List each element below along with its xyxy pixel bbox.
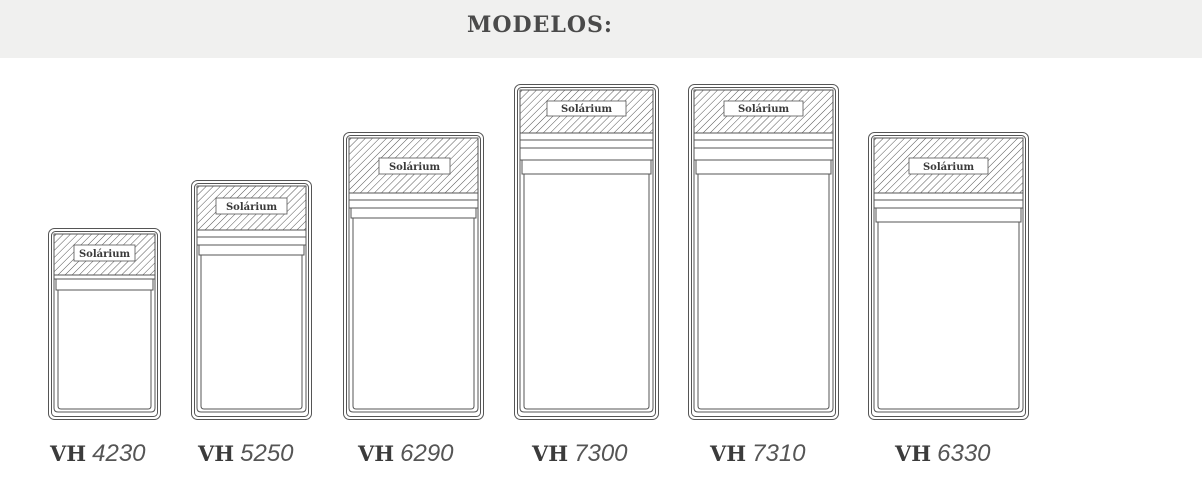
solarium-label: Solárium	[79, 249, 131, 260]
model-code: 4230	[92, 440, 146, 467]
model-label-vh6290: VH 6290	[358, 440, 454, 468]
model-label-vh5250: VH 5250	[198, 440, 294, 468]
pool-outline: Solárium	[48, 228, 161, 420]
model-brand: VH	[710, 441, 747, 466]
model-code: 6330	[937, 440, 991, 467]
pool-outline: Solárium	[688, 84, 839, 420]
model-brand: VH	[358, 441, 395, 466]
solarium-label: Solárium	[923, 162, 975, 173]
pool-outline: Solárium	[514, 84, 659, 420]
model-label-vh7310: VH 7310	[710, 440, 806, 468]
model-brand: VH	[198, 441, 235, 466]
pool-drawing-vh5250: Solárium	[191, 180, 312, 420]
model-label-vh6330: VH 6330	[895, 440, 991, 468]
page-title: MODELOS:	[466, 12, 613, 38]
pool-drawing-vh7300: Solárium	[514, 84, 659, 420]
solarium-label: Solárium	[389, 162, 441, 173]
model-code: 6290	[400, 440, 454, 467]
model-brand: VH	[50, 441, 87, 466]
model-code: 7310	[752, 440, 806, 467]
pool-drawing-vh4230: Solárium	[48, 228, 161, 420]
pool-outline: Solárium	[868, 132, 1029, 420]
model-code: 7300	[574, 440, 628, 467]
pool-drawing-vh6290: Solárium	[343, 132, 484, 420]
model-label-vh4230: VH 4230	[50, 440, 146, 468]
pool-outline: Solárium	[191, 180, 312, 420]
pool-outline: Solárium	[343, 132, 484, 420]
solarium-label: Solárium	[561, 104, 613, 115]
model-label-vh7300: VH 7300	[532, 440, 628, 468]
header-band	[0, 0, 1202, 58]
model-brand: VH	[895, 441, 932, 466]
solarium-label: Solárium	[738, 104, 790, 115]
pool-drawing-vh6330: Solárium	[868, 132, 1029, 420]
model-brand: VH	[532, 441, 569, 466]
solarium-label: Solárium	[226, 202, 278, 213]
pool-drawing-vh7310: Solárium	[688, 84, 839, 420]
model-code: 5250	[240, 440, 294, 467]
